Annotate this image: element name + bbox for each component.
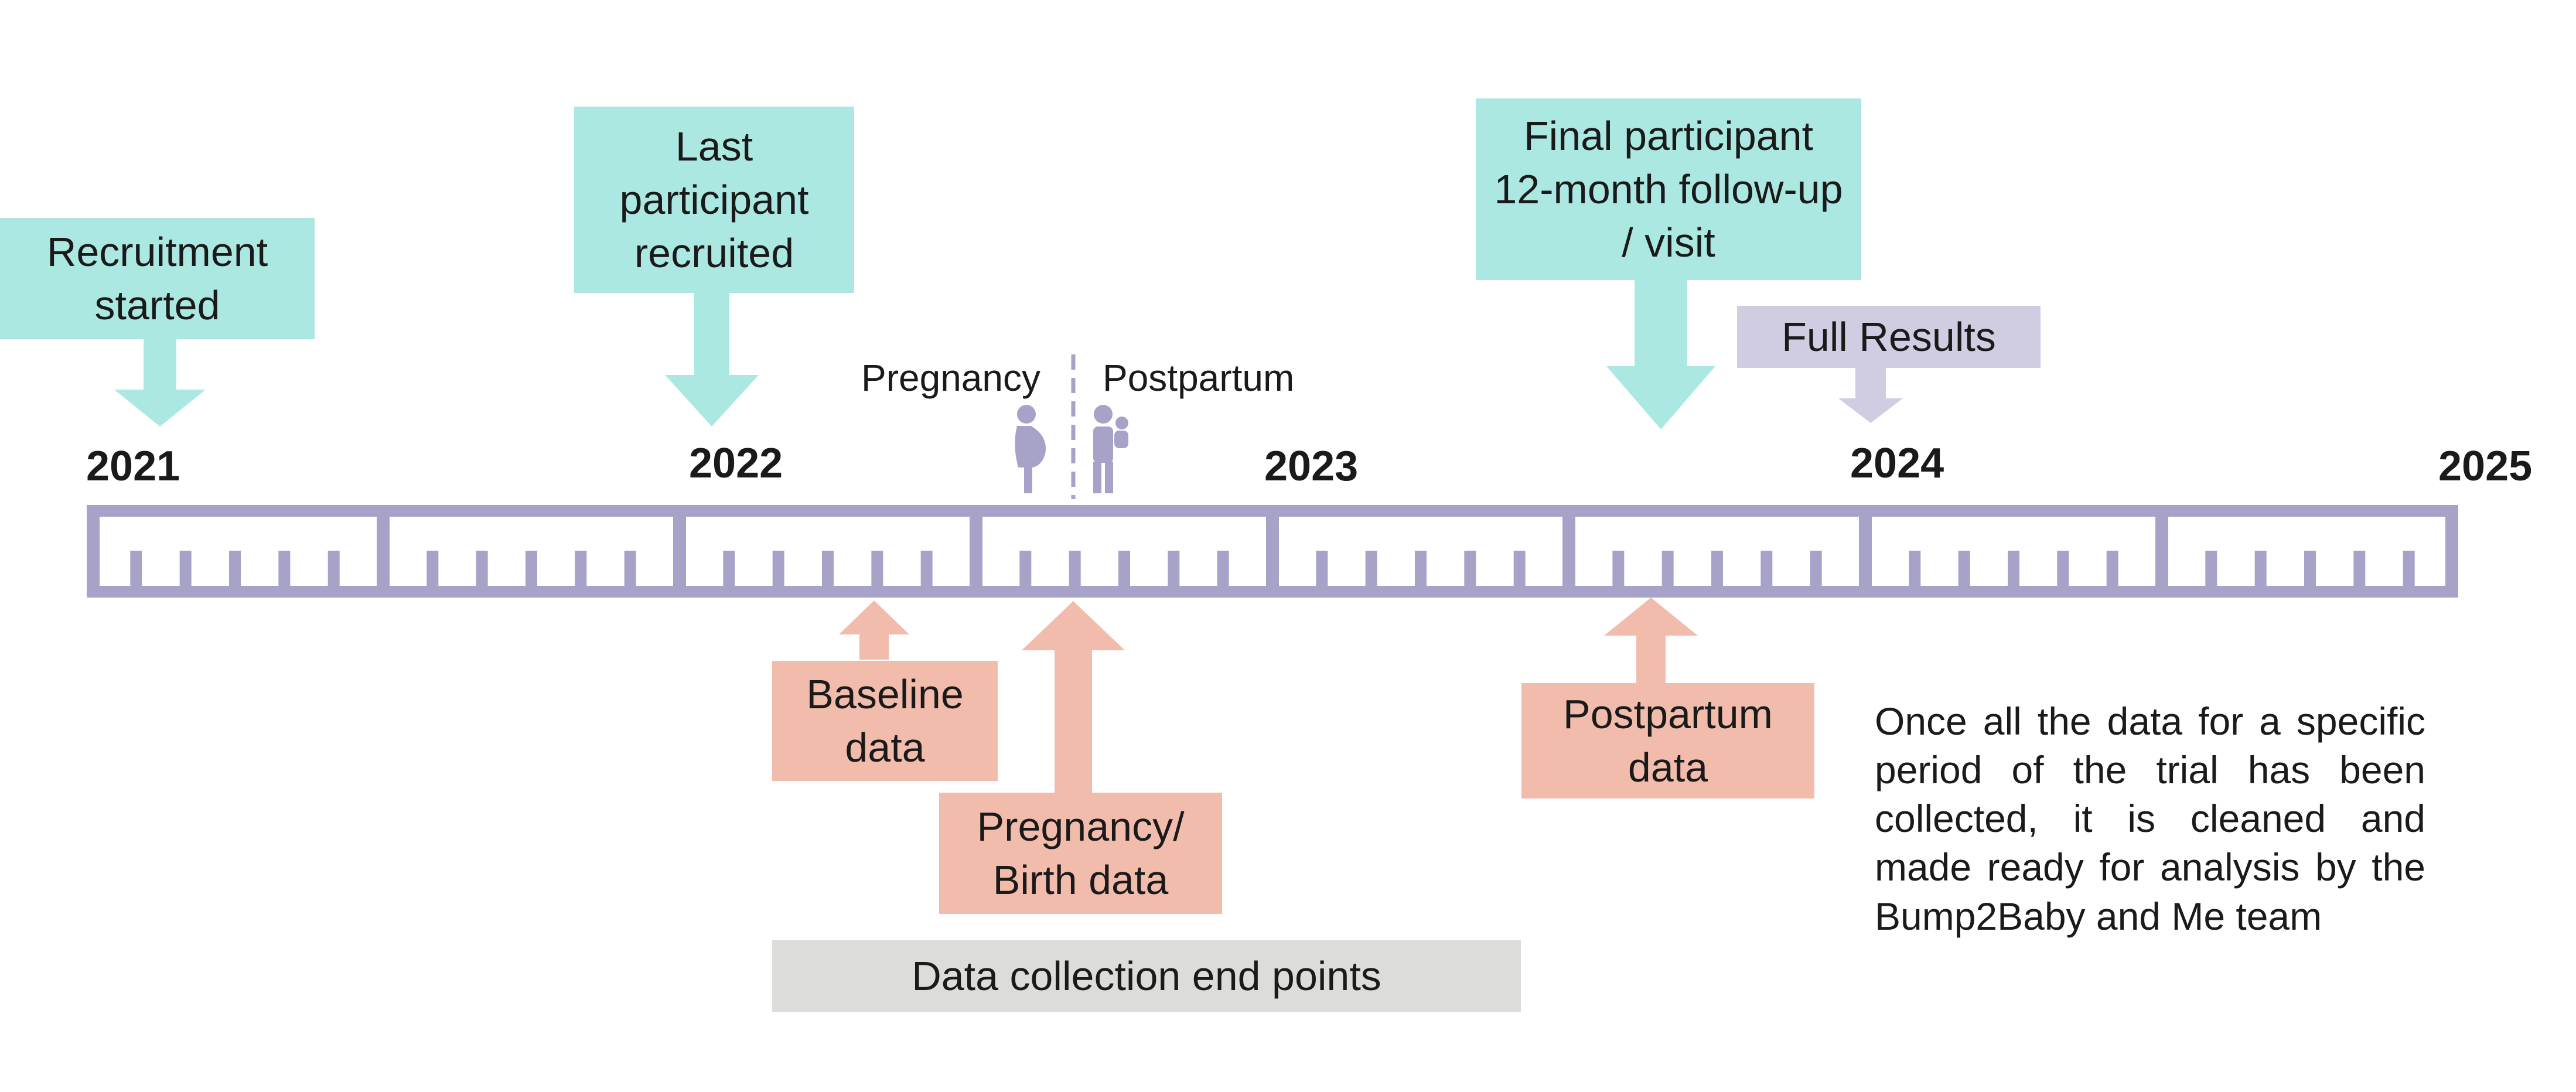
timeline-month-tick	[179, 551, 192, 587]
timeline-month-tick	[130, 551, 142, 587]
timeline-month-tick	[624, 551, 636, 587]
final-followup-label: Final participant 12-month follow-up / v…	[1494, 112, 1843, 265]
full-results-label: Full Results	[1782, 313, 1996, 360]
explanatory-note: Once all the data for a specific period …	[1875, 699, 2425, 938]
timeline-month-tick	[278, 551, 291, 587]
timeline-month-tick	[723, 551, 735, 587]
year-label-2021: 2021	[86, 443, 180, 490]
postpartum-arrow	[1604, 598, 1698, 683]
timeline-month-tick	[2205, 551, 2217, 587]
full-results-arrow	[1838, 366, 1903, 423]
timeline-month-tick	[1365, 551, 1377, 587]
timeline-segment-divider	[1562, 505, 1575, 598]
year-label-2022: 2022	[689, 440, 783, 487]
year-label-2025: 2025	[2438, 443, 2533, 490]
timeline-month-tick	[1168, 551, 1180, 587]
timeline-month-tick	[1069, 551, 1081, 587]
timeline-segment-divider	[2445, 505, 2458, 598]
timeline-month-tick	[2403, 551, 2415, 587]
pregnancy-birth-data-label: Pregnancy/ Birth data	[977, 803, 1185, 903]
pregnant-woman-icon	[1015, 405, 1046, 493]
last-participant-arrow	[665, 290, 759, 426]
final-followup-arrow	[1606, 278, 1715, 429]
timeline-segment-divider	[87, 505, 100, 598]
timeline-segment-divider	[1859, 505, 1872, 598]
timeline-month-tick	[1612, 551, 1625, 587]
timeline-month-tick	[1661, 551, 1674, 587]
timeline-month-tick	[1513, 551, 1526, 587]
last-participant-label: Last participant recruited	[619, 123, 809, 276]
recruitment-started-box: Recruitment started	[0, 218, 315, 339]
baseline-arrow	[839, 600, 909, 660]
timeline-month-tick	[1316, 551, 1328, 587]
timeline-month-tick	[1415, 551, 1427, 587]
timeline-month-tick	[2008, 551, 2019, 587]
year-label-2024: 2024	[1850, 440, 1944, 487]
recruitment-arrow	[114, 337, 206, 426]
timeline-segment-divider	[2155, 505, 2168, 598]
timeline-month-tick	[1958, 551, 1970, 587]
timeline-month-tick	[772, 551, 784, 587]
timeline-month-tick	[871, 551, 883, 587]
timeline-month-tick	[1118, 551, 1130, 587]
timeline-month-tick	[526, 551, 537, 587]
full-results-box: Full Results	[1737, 306, 2041, 368]
timeline-month-tick	[229, 551, 241, 587]
timeline-month-tick	[2353, 551, 2366, 587]
year-label-2023: 2023	[1264, 443, 1359, 490]
timeline-month-tick	[1217, 551, 1229, 587]
final-followup-box: Final participant 12-month follow-up / v…	[1476, 98, 1861, 280]
baseline-data-label: Baseline data	[806, 671, 964, 770]
timeline-month-tick	[822, 551, 834, 587]
pregnancy-birth-data-box: Pregnancy/ Birth data	[939, 793, 1222, 914]
timeline-segment-divider	[970, 505, 982, 598]
timeline-month-tick	[920, 551, 933, 587]
timeline-month-tick	[2106, 551, 2118, 587]
timeline-month-tick	[2254, 551, 2267, 587]
timeline-month-tick	[427, 551, 439, 587]
timeline-segment-divider	[1266, 505, 1279, 598]
recruitment-started-label: Recruitment started	[46, 228, 268, 328]
last-participant-box: Last participant recruited	[574, 107, 854, 293]
data-collection-end-points-label: Data collection end points	[912, 953, 1381, 999]
timeline-month-tick	[575, 551, 587, 587]
timeline-segment-divider	[377, 505, 390, 598]
timeline-month-tick	[1909, 551, 1921, 587]
timeline-month-tick	[327, 551, 340, 587]
timeline-segment-divider	[673, 505, 686, 598]
postpartum-data-box: Postpartum data	[1521, 683, 1814, 798]
phase-label-postpartum: Postpartum	[1103, 357, 1295, 399]
data-collection-end-points-legend: Data collection end points	[772, 940, 1521, 1012]
baseline-data-box: Baseline data	[772, 661, 998, 781]
timeline-month-tick	[2304, 551, 2316, 587]
mother-with-baby-icon	[1093, 405, 1128, 493]
timeline-month-tick	[1760, 551, 1773, 587]
timeline-month-tick	[476, 551, 488, 587]
timeline-month-tick	[1810, 551, 1822, 587]
timeline-bar	[87, 505, 2458, 598]
timeline-month-tick	[1019, 551, 1032, 587]
pregnancy-birth-arrow	[1022, 601, 1125, 793]
phase-label-pregnancy: Pregnancy	[861, 357, 1040, 399]
postpartum-data-label: Postpartum data	[1563, 691, 1773, 790]
timeline-month-tick	[1711, 551, 1723, 587]
timeline-month-tick	[2057, 551, 2069, 587]
timeline-month-tick	[1464, 551, 1476, 587]
